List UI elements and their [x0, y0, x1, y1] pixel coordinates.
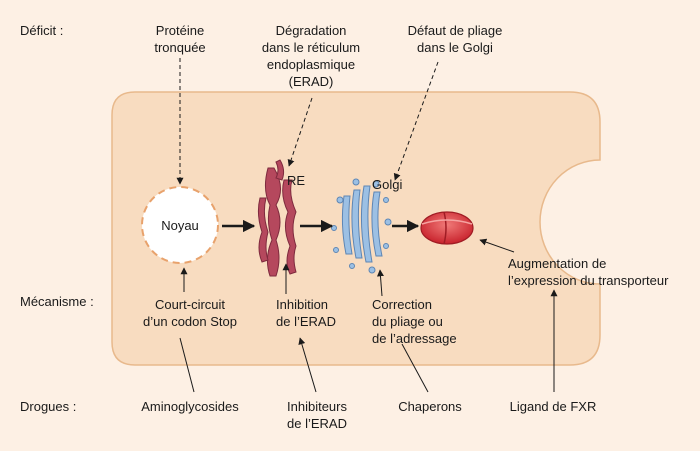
- label-noyau: Noyau: [161, 218, 199, 233]
- mecanisme-erad: Inhibition de l’ERAD: [276, 297, 336, 329]
- re-shape: [257, 159, 297, 277]
- row-label-mecanisme: Mécanisme :: [20, 294, 94, 309]
- drogue-aminoglycosides: Aminoglycosides: [141, 399, 239, 414]
- mecanisme-stop: Court-circuit d’un codon Stop: [143, 297, 237, 329]
- golgi-shape: [331, 178, 392, 274]
- mechanism-arrows: [179, 238, 558, 393]
- drogue-chaperons: Chaperons: [398, 399, 462, 414]
- drogue-inhibiteurs-erad: Inhibiteurs de l’ERAD: [287, 399, 347, 431]
- row-label-deficit: Déficit :: [20, 23, 64, 38]
- label-re: RE: [287, 173, 306, 188]
- mecanisme-pliage: Correction du pliage ou de l’adressage: [372, 297, 457, 346]
- mecanisme-transporteur: Augmentation de l’expression du transpor…: [508, 256, 669, 288]
- deficit-arrows: [176, 58, 439, 185]
- transporter-shape: [420, 211, 474, 245]
- label-golgi: Golgi: [372, 177, 403, 192]
- deficit-erad: Dégradation dans le réticulum endoplasmi…: [261, 23, 361, 89]
- drogue-ligand-fxr: Ligand de FXR: [509, 399, 597, 414]
- deficit-proteine: Protéine tronquée: [154, 23, 206, 55]
- deficit-golgi: Défaut de pliage dans le Golgi: [407, 23, 503, 55]
- row-label-drogues: Drogues :: [20, 399, 77, 414]
- noyau-circle: [141, 186, 219, 264]
